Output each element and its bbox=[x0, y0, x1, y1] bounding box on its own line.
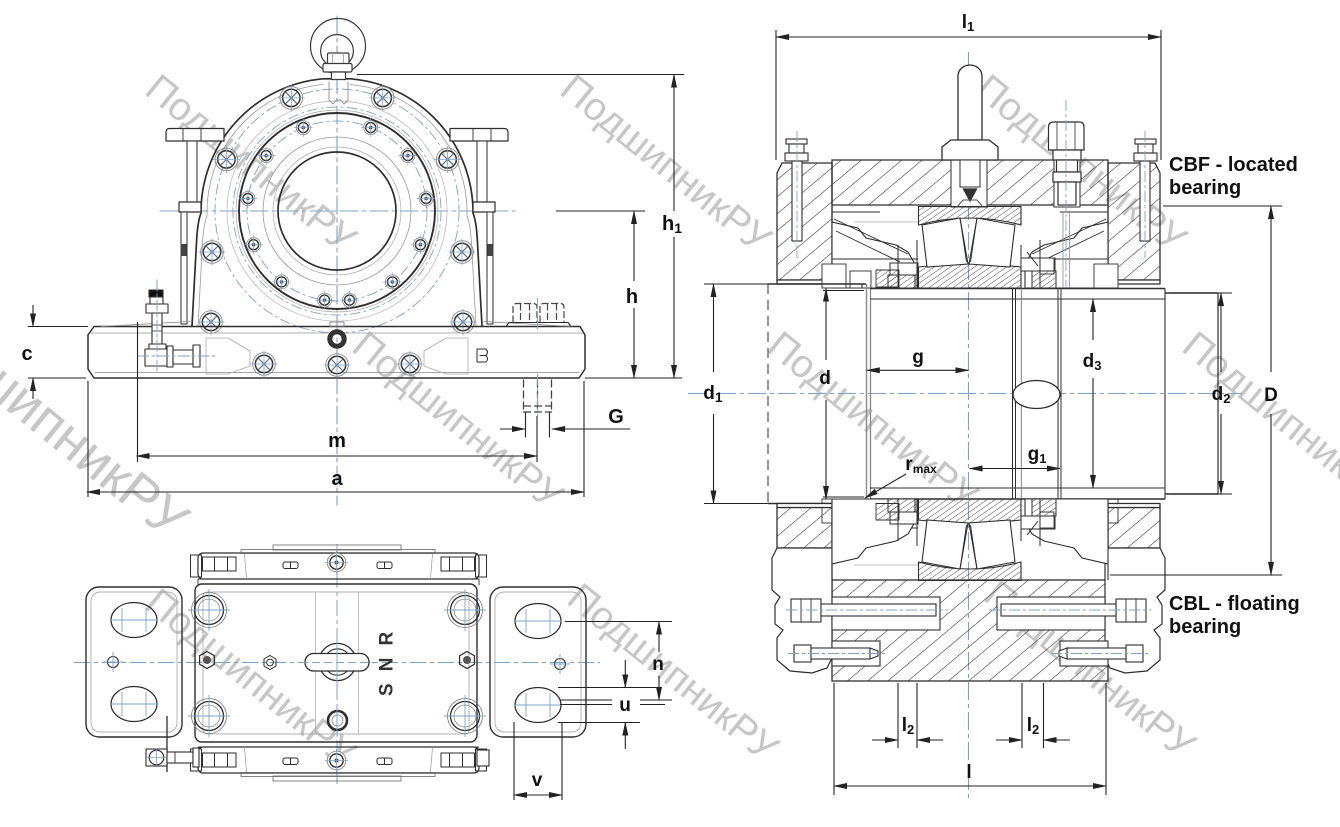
svg-text:v: v bbox=[532, 770, 543, 791]
svg-text:G: G bbox=[608, 406, 624, 428]
svg-text:CBL - floating: CBL - floating bbox=[1169, 593, 1300, 615]
svg-text:S N R: S N R bbox=[377, 628, 398, 696]
svg-text:d: d bbox=[819, 368, 831, 389]
svg-text:u: u bbox=[619, 695, 631, 716]
svg-text:l: l bbox=[966, 762, 971, 783]
svg-text:m: m bbox=[328, 430, 346, 452]
svg-text:c: c bbox=[21, 343, 32, 365]
svg-text:bearing: bearing bbox=[1169, 177, 1241, 199]
svg-text:d1: d1 bbox=[703, 383, 723, 405]
svg-text:g: g bbox=[912, 347, 924, 368]
svg-text:bearing: bearing bbox=[1169, 616, 1241, 638]
svg-text:n: n bbox=[652, 654, 664, 675]
svg-text:D: D bbox=[1264, 385, 1278, 406]
svg-text:a: a bbox=[331, 468, 343, 490]
svg-text:h: h bbox=[626, 286, 638, 308]
svg-text:CBF - located: CBF - located bbox=[1169, 154, 1298, 176]
